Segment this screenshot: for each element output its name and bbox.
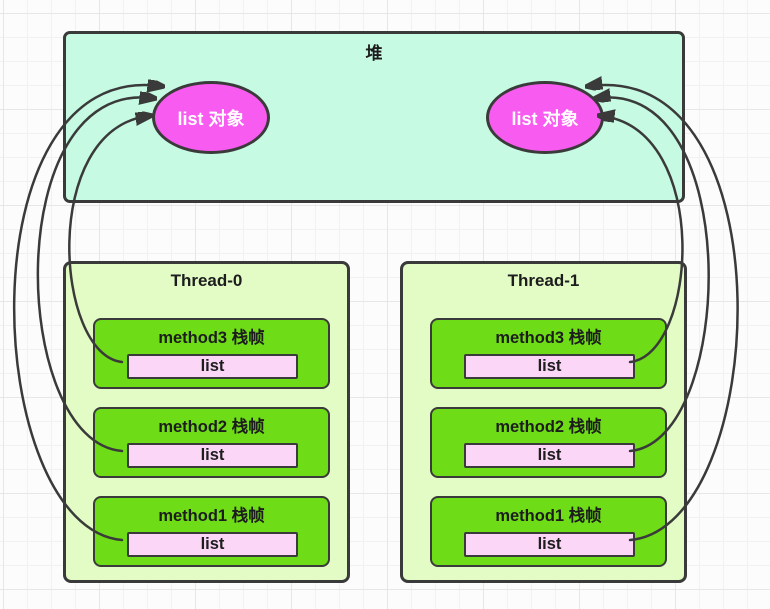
- thread-0-frame-method1-title: method1 栈帧: [158, 507, 265, 525]
- thread-1-frame-method2: method2 栈帧 list: [430, 407, 667, 478]
- thread-0-frame-method3: method3 栈帧 list: [93, 318, 330, 389]
- thread-0-box: Thread-0 method3 栈帧 list method2 栈帧 list…: [63, 261, 350, 583]
- thread-0-title: Thread-0: [170, 271, 243, 290]
- thread-0-frame-method2-title: method2 栈帧: [158, 418, 265, 436]
- heap-list-object-left: list 对象: [152, 81, 270, 154]
- thread-0-method2-list-var: list: [127, 443, 298, 468]
- heap-list-object-left-label: list 对象: [177, 108, 245, 129]
- thread-1-frame-method3: method3 栈帧 list: [430, 318, 667, 389]
- heap-box: 堆 list 对象 list 对象: [63, 31, 685, 203]
- thread-1-frame-method1-title: method1 栈帧: [495, 507, 602, 525]
- thread-0-frame-method3-title: method3 栈帧: [158, 329, 265, 347]
- thread-1-title: Thread-1: [507, 271, 580, 290]
- thread-1-method2-list-var: list: [464, 443, 635, 468]
- thread-0-method3-list-var: list: [127, 354, 298, 379]
- thread-1-box: Thread-1 method3 栈帧 list method2 栈帧 list…: [400, 261, 687, 583]
- thread-1-method3-list-var: list: [464, 354, 635, 379]
- heap-title: 堆: [365, 44, 383, 63]
- thread-0-frame-method2: method2 栈帧 list: [93, 407, 330, 478]
- thread-1-method1-list-var: list: [464, 532, 635, 557]
- heap-list-object-right-label: list 对象: [511, 108, 579, 129]
- thread-0-frame-method1: method1 栈帧 list: [93, 496, 330, 567]
- thread-0-method1-list-var: list: [127, 532, 298, 557]
- heap-list-object-right: list 对象: [486, 81, 604, 154]
- thread-1-frame-method1: method1 栈帧 list: [430, 496, 667, 567]
- thread-1-frame-method2-title: method2 栈帧: [495, 418, 602, 436]
- thread-1-frame-method3-title: method3 栈帧: [495, 329, 602, 347]
